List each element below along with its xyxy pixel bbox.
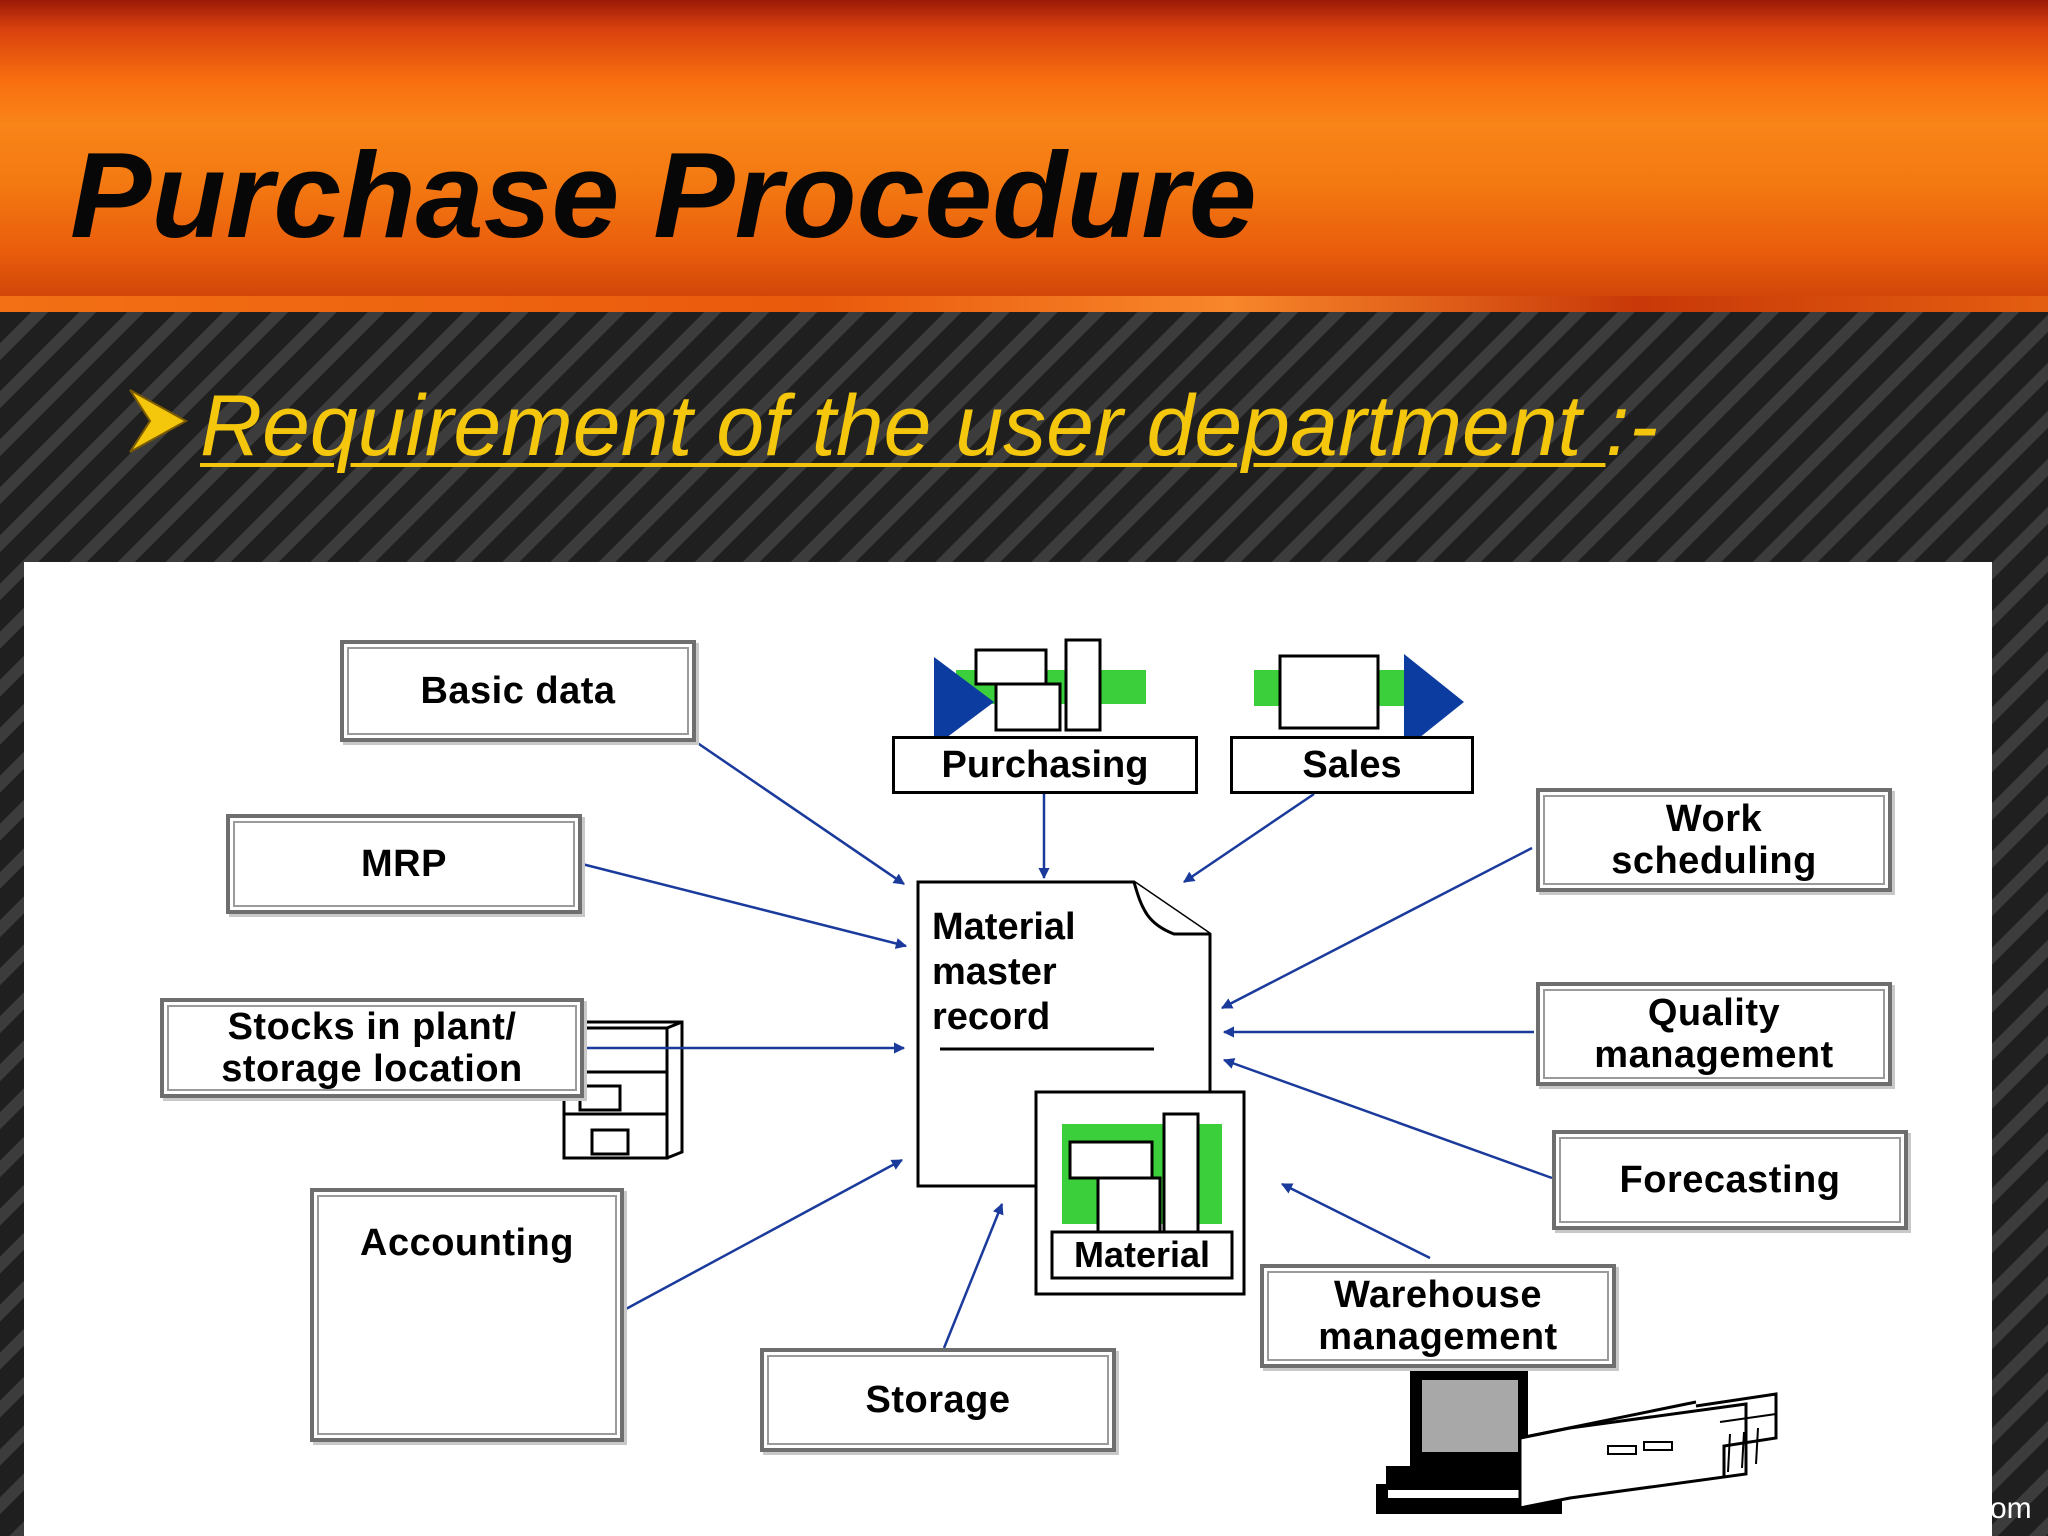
node-purchasing: Purchasing bbox=[892, 736, 1198, 794]
arrow-basic-data bbox=[695, 740, 905, 886]
node-accounting: Accounting bbox=[310, 1188, 624, 1442]
arrow-bullet-icon bbox=[129, 389, 188, 453]
slide-title: Purchase Procedure bbox=[70, 127, 1257, 263]
bullet-underlined-text: Requirement of the user department bbox=[200, 378, 1606, 474]
center-line-1: Material bbox=[932, 906, 1076, 948]
arrow-work-scheduling bbox=[1221, 846, 1533, 1010]
node-quality-management: Quality management bbox=[1536, 982, 1892, 1086]
node-accounting-label: Accounting bbox=[360, 1222, 574, 1264]
arrow-sales bbox=[1183, 792, 1315, 884]
node-sales: Sales bbox=[1230, 736, 1474, 794]
node-basic-data: Basic data bbox=[340, 640, 696, 742]
arrow-mrp bbox=[581, 862, 908, 949]
arrow-forecasting bbox=[1222, 1058, 1553, 1180]
bullet-suffix: :- bbox=[1605, 378, 1658, 474]
footer-watermark: om bbox=[1990, 1492, 2032, 1525]
diagram-graphics bbox=[352, 638, 1778, 1514]
material-icon bbox=[1034, 1090, 1246, 1296]
arrow-accounting bbox=[623, 1158, 903, 1312]
node-mrp: MRP bbox=[226, 814, 582, 914]
material-icon-label: Material bbox=[1073, 1234, 1211, 1275]
computer-server-icon bbox=[1376, 1370, 1778, 1514]
node-storage: Storage bbox=[760, 1348, 1116, 1452]
purchasing-icon bbox=[934, 638, 1146, 747]
center-line-3: record bbox=[932, 996, 1051, 1038]
node-work-scheduling: Work scheduling bbox=[1536, 788, 1892, 892]
node-stocks: Stocks in plant/ storage location bbox=[160, 998, 584, 1098]
connector-arrows bbox=[581, 740, 1553, 1349]
title-banner bbox=[0, 0, 2048, 312]
bullet-text: Requirement of the user department :- bbox=[200, 376, 1658, 476]
node-warehouse-management: Warehouse management bbox=[1260, 1264, 1616, 1368]
arrow-warehouse bbox=[1280, 1182, 1431, 1260]
sales-icon bbox=[1254, 654, 1464, 750]
node-forecasting: Forecasting bbox=[1552, 1130, 1908, 1230]
title-banner-edge bbox=[0, 296, 2048, 312]
arrow-storage bbox=[942, 1202, 1004, 1349]
center-line-2: master bbox=[932, 951, 1057, 993]
material-master-diagram: Basic data MRP Stocks in plant/ storage … bbox=[24, 562, 1992, 1536]
